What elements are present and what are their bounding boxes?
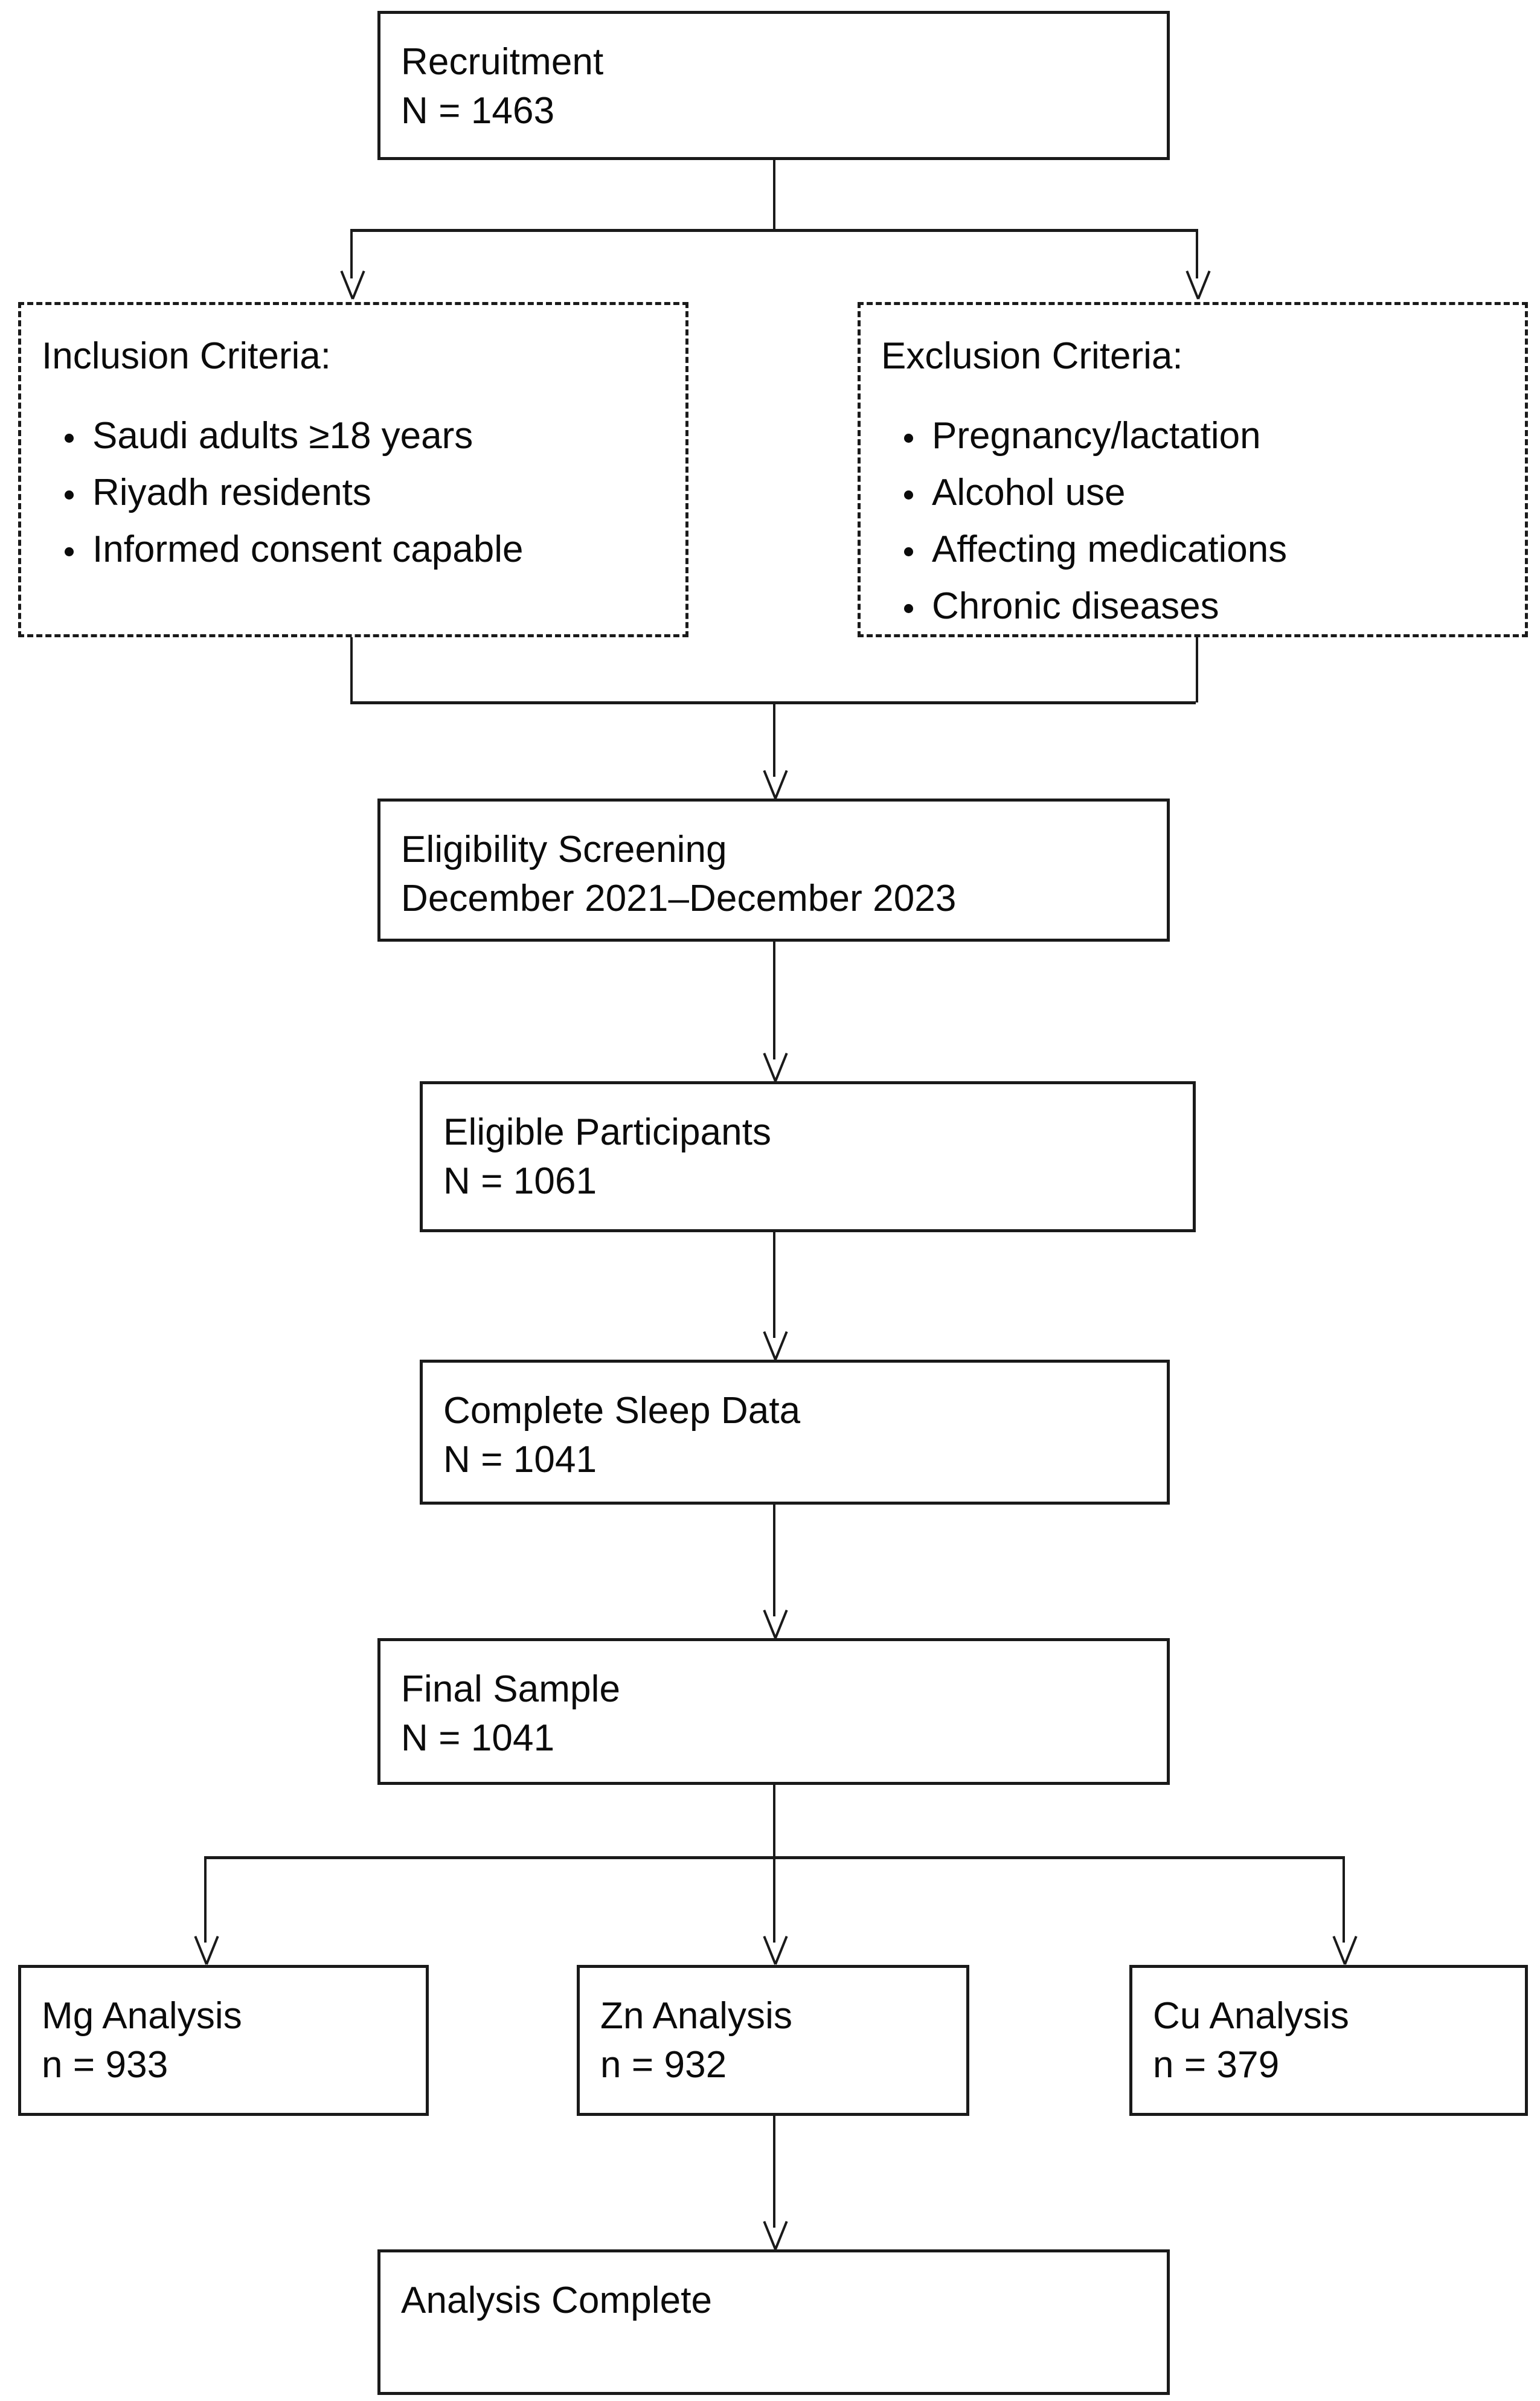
arrowhead-to-eligible xyxy=(760,1057,788,1081)
exclusion-heading: Exclusion Criteria: xyxy=(881,335,1183,377)
list-item: Pregnancy/lactation xyxy=(904,408,1507,464)
connector-to-zn xyxy=(773,1856,775,1943)
node-analysis-complete: Analysis Complete xyxy=(377,2249,1170,2395)
node-inclusion-criteria: Inclusion Criteria: Saudi adults ≥18 yea… xyxy=(18,302,688,637)
connector-eligible-to-sleep xyxy=(773,1232,775,1338)
connector-merge-stem xyxy=(773,701,775,777)
recruitment-count: N = 1463 xyxy=(401,89,555,132)
screening-period: December 2021–December 2023 xyxy=(401,877,957,919)
mg-analysis-count: n = 933 xyxy=(42,2043,168,2086)
node-recruitment: Recruitment N = 1463 xyxy=(377,11,1170,160)
connector-final-sample-stem xyxy=(773,1785,775,1857)
sleep-data-count: N = 1041 xyxy=(443,1438,597,1480)
eligible-count: N = 1061 xyxy=(443,1160,597,1202)
list-item: Alcohol use xyxy=(904,464,1507,521)
arrowhead-to-analysis-complete xyxy=(760,2225,788,2249)
arrowhead-to-sleep-data xyxy=(760,1335,788,1360)
connector-split-bar-criteria xyxy=(350,229,1196,232)
connector-to-inclusion xyxy=(350,229,353,278)
node-zn-analysis: Zn Analysis n = 932 xyxy=(577,1965,969,2116)
connector-inclusion-down xyxy=(350,637,353,702)
connector-to-exclusion xyxy=(1196,229,1198,278)
list-item: Riyadh residents xyxy=(65,464,667,521)
analysis-complete-title: Analysis Complete xyxy=(401,2280,713,2321)
node-exclusion-criteria: Exclusion Criteria: Pregnancy/lactation … xyxy=(858,302,1528,637)
list-item: Affecting medications xyxy=(904,521,1507,578)
connector-zn-to-complete xyxy=(773,2116,775,2228)
sleep-data-title: Complete Sleep Data xyxy=(443,1390,801,1432)
connector-screening-to-eligible xyxy=(773,942,775,1059)
connector-recruitment-stem xyxy=(773,160,775,230)
node-eligibility-screening: Eligibility Screening December 2021–Dece… xyxy=(377,799,1170,942)
connector-exclusion-down xyxy=(1196,637,1198,702)
node-cu-analysis: Cu Analysis n = 379 xyxy=(1129,1965,1528,2116)
arrowhead-to-zn-analysis xyxy=(760,1940,788,1964)
node-mg-analysis: Mg Analysis n = 933 xyxy=(18,1965,429,2116)
node-final-sample: Final Sample N = 1041 xyxy=(377,1638,1170,1785)
cu-analysis-title: Cu Analysis xyxy=(1153,1995,1350,2037)
list-item: Chronic diseases xyxy=(904,578,1507,635)
screening-title: Eligibility Screening xyxy=(401,829,727,870)
arrowhead-to-final-sample xyxy=(760,1614,788,1638)
arrowhead-to-mg-analysis xyxy=(191,1940,219,1964)
final-sample-title: Final Sample xyxy=(401,1668,621,1710)
list-item: Informed consent capable xyxy=(65,521,667,578)
connector-to-cu xyxy=(1343,1856,1345,1943)
arrowhead-to-screening xyxy=(760,774,788,799)
exclusion-list: Pregnancy/lactation Alcohol use Affectin… xyxy=(881,408,1507,635)
zn-analysis-title: Zn Analysis xyxy=(600,1995,793,2037)
mg-analysis-title: Mg Analysis xyxy=(42,1995,242,2037)
final-sample-count: N = 1041 xyxy=(401,1717,555,1759)
inclusion-list: Saudi adults ≥18 years Riyadh residents … xyxy=(42,408,667,579)
connector-to-mg xyxy=(204,1856,207,1943)
node-complete-sleep-data: Complete Sleep Data N = 1041 xyxy=(420,1360,1170,1505)
cu-analysis-count: n = 379 xyxy=(1153,2043,1280,2086)
list-item: Saudi adults ≥18 years xyxy=(65,408,667,464)
arrowhead-to-inclusion xyxy=(338,275,365,299)
eligible-title: Eligible Participants xyxy=(443,1111,772,1153)
connector-sleep-to-final xyxy=(773,1505,775,1616)
zn-analysis-count: n = 932 xyxy=(600,2043,727,2086)
inclusion-heading: Inclusion Criteria: xyxy=(42,335,331,377)
recruitment-title: Recruitment xyxy=(401,41,604,83)
arrowhead-to-cu-analysis xyxy=(1330,1940,1358,1964)
arrowhead-to-exclusion xyxy=(1183,275,1211,299)
node-eligible-participants: Eligible Participants N = 1061 xyxy=(420,1081,1196,1232)
